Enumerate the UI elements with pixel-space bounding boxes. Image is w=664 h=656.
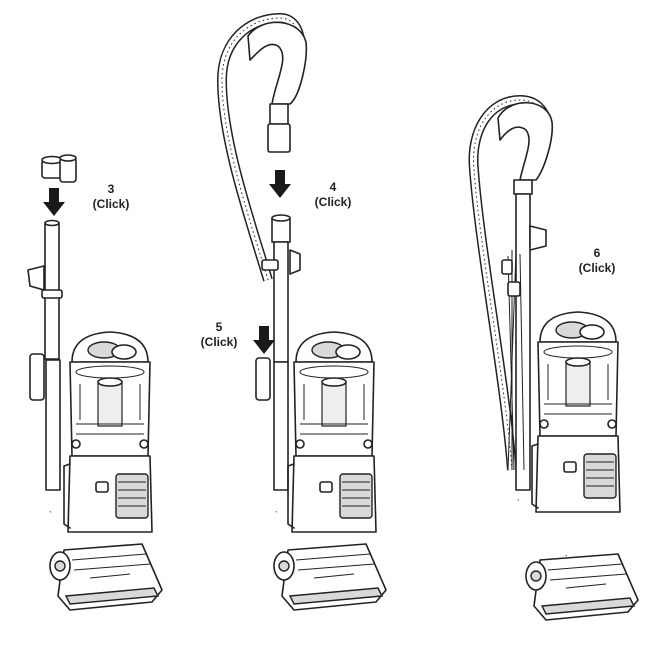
arrow-down-icon: [269, 170, 291, 198]
step-action: (Click): [92, 197, 130, 211]
step-action: (Click): [200, 335, 238, 349]
step-number: 5: [215, 320, 223, 334]
step-number: 3: [107, 182, 115, 196]
step-action: (Click): [314, 195, 352, 209]
figure-step-6: [468, 94, 639, 621]
step-6-label: 6 (Click): [572, 246, 622, 276]
step-number: 6: [593, 246, 601, 260]
arrow-down-icon: [253, 326, 275, 354]
step-3-label: 3 (Click): [86, 182, 136, 212]
step-4-label: 4 (Click): [308, 180, 358, 210]
step-number: 4: [329, 180, 337, 194]
figure-step-4-5: [216, 12, 387, 611]
step-5-label: 5 (Click): [194, 320, 244, 350]
arrow-down-icon: [43, 188, 65, 216]
figure-step-3: [27, 154, 163, 611]
step-action: (Click): [578, 261, 616, 275]
wand-cuff-part: [41, 154, 77, 183]
